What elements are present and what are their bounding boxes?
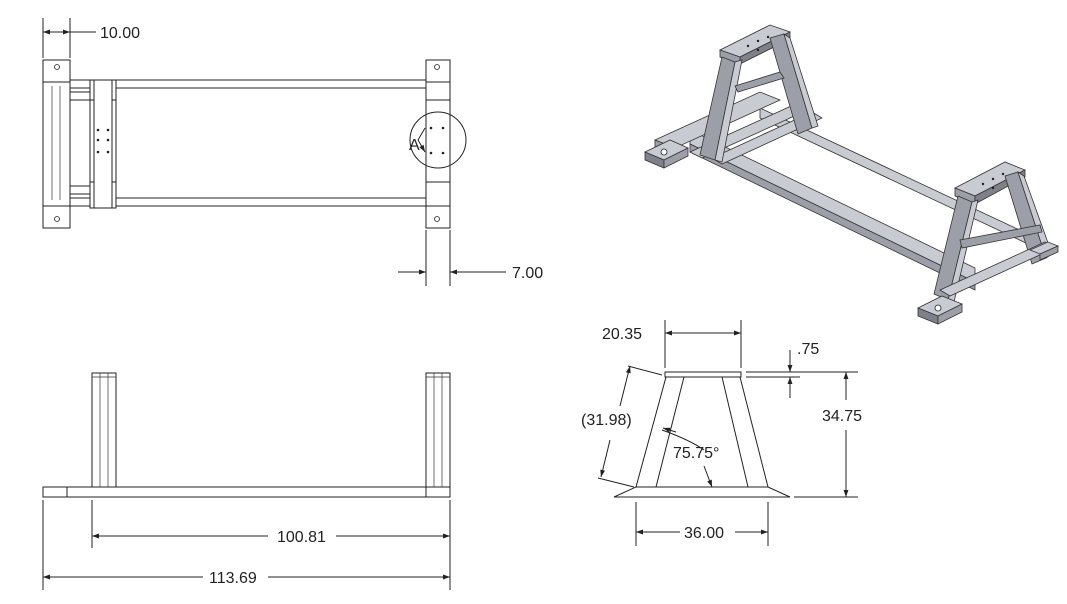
end-right-leg bbox=[721, 376, 769, 488]
dim-side-inner-length: 100.81 bbox=[277, 529, 326, 546]
side-right-upright bbox=[425, 372, 451, 488]
detail-circle-a bbox=[409, 111, 467, 169]
dim-end-plate-thickness: .75 bbox=[797, 341, 819, 358]
left-end-frame bbox=[42, 59, 71, 229]
side-view-dimensions: 100.81 113.69 bbox=[42, 500, 451, 590]
top-view: A bbox=[42, 59, 467, 229]
end-base-plate bbox=[613, 486, 791, 498]
top-view-dimensions: 10.00 7.00 bbox=[42, 18, 543, 286]
isometric-view bbox=[644, 24, 1060, 325]
dim-end-leg-length: (31.98) bbox=[581, 412, 632, 429]
end-left-leg bbox=[635, 376, 685, 488]
side-base-rail bbox=[42, 486, 451, 498]
dim-top-right-offset: 7.00 bbox=[512, 265, 543, 282]
dim-top-left-offset: 10.00 bbox=[100, 25, 140, 42]
end-top-plate bbox=[664, 371, 742, 378]
end-view-dimensions: 20.35 .75 34.75 (31.98) 75.75° 36.00 bbox=[581, 320, 862, 546]
dim-side-overall-length: 113.69 bbox=[209, 570, 257, 587]
detail-label-a: A bbox=[409, 137, 420, 154]
dim-end-height: 34.75 bbox=[822, 408, 862, 425]
end-view bbox=[613, 371, 791, 498]
dim-end-angle: 75.75° bbox=[673, 445, 719, 462]
dim-end-top-width: 20.35 bbox=[602, 326, 642, 343]
dim-end-base-width: 36.00 bbox=[684, 525, 724, 542]
side-view bbox=[42, 372, 451, 498]
side-left-upright bbox=[91, 372, 117, 488]
